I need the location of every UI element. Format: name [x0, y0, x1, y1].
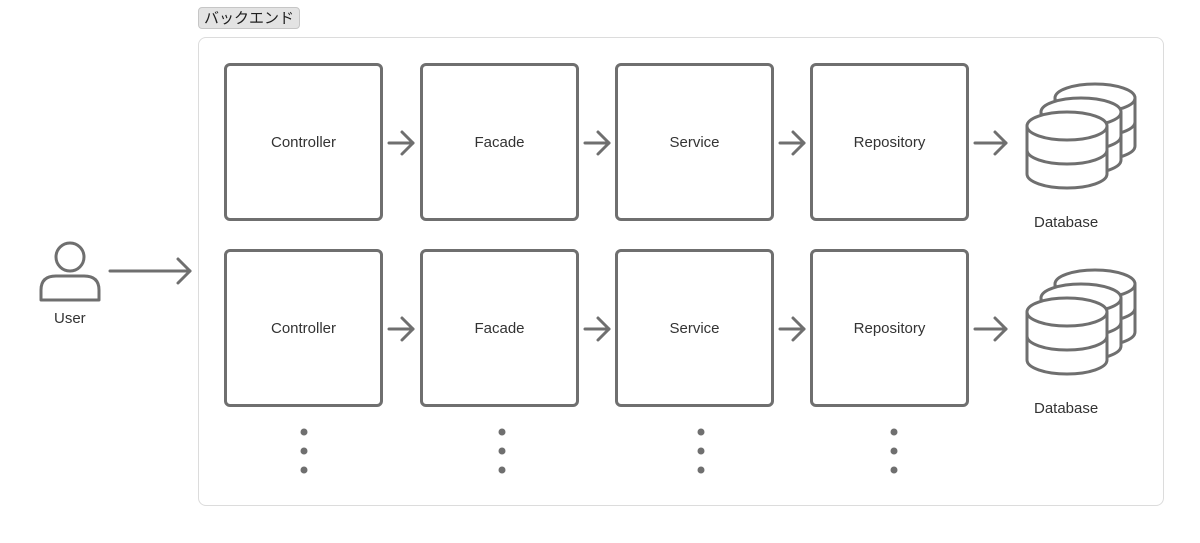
- row2-service-to-repository-arrow: [778, 316, 806, 342]
- row2-repository-box[interactable]: Repository: [810, 249, 969, 407]
- ellipsis-dots-service-column: [697, 428, 705, 474]
- user-label: User: [54, 310, 86, 327]
- row2-repository-label: Repository: [853, 319, 926, 337]
- row2-facade-box[interactable]: Facade: [420, 249, 579, 407]
- row2-controller-box[interactable]: Controller: [224, 249, 383, 407]
- row2-database-icon: [1027, 270, 1135, 374]
- ellipsis-dots-controller-column: [300, 428, 308, 474]
- row1-controller-label: Controller: [270, 133, 337, 151]
- row1-repository-box[interactable]: Repository: [810, 63, 969, 221]
- row2-facade-to-service-arrow: [583, 316, 611, 342]
- row1-repository-label: Repository: [853, 133, 926, 151]
- row2-controller-to-facade-arrow: [387, 316, 415, 342]
- row2-facade-label: Facade: [474, 319, 525, 337]
- user-icon: [39, 241, 101, 302]
- row2-service-box[interactable]: Service: [615, 249, 774, 407]
- row1-facade-label: Facade: [474, 133, 525, 151]
- backend-group-label: バックエンド: [198, 7, 301, 29]
- row1-controller-box[interactable]: Controller: [224, 63, 383, 221]
- row1-database-label: Database: [1034, 214, 1099, 231]
- user-to-backend-arrow: [108, 257, 192, 285]
- row1-facade-to-service-arrow: [583, 130, 611, 156]
- ellipsis-dots-repository-column: [890, 428, 898, 474]
- row1-controller-to-facade-arrow: [387, 130, 415, 156]
- row1-facade-box[interactable]: Facade: [420, 63, 579, 221]
- row2-service-label: Service: [669, 319, 720, 337]
- row1-service-label: Service: [669, 133, 720, 151]
- row1-repository-to-database-arrow: [973, 130, 1008, 156]
- ellipsis-dots-facade-column: [498, 428, 506, 474]
- row2-database-label: Database: [1034, 400, 1099, 417]
- row2-controller-label: Controller: [270, 319, 337, 337]
- row1-database-icon: [1027, 84, 1135, 188]
- row1-service-to-repository-arrow: [778, 130, 806, 156]
- row1-service-box[interactable]: Service: [615, 63, 774, 221]
- row2-repository-to-database-arrow: [973, 316, 1008, 342]
